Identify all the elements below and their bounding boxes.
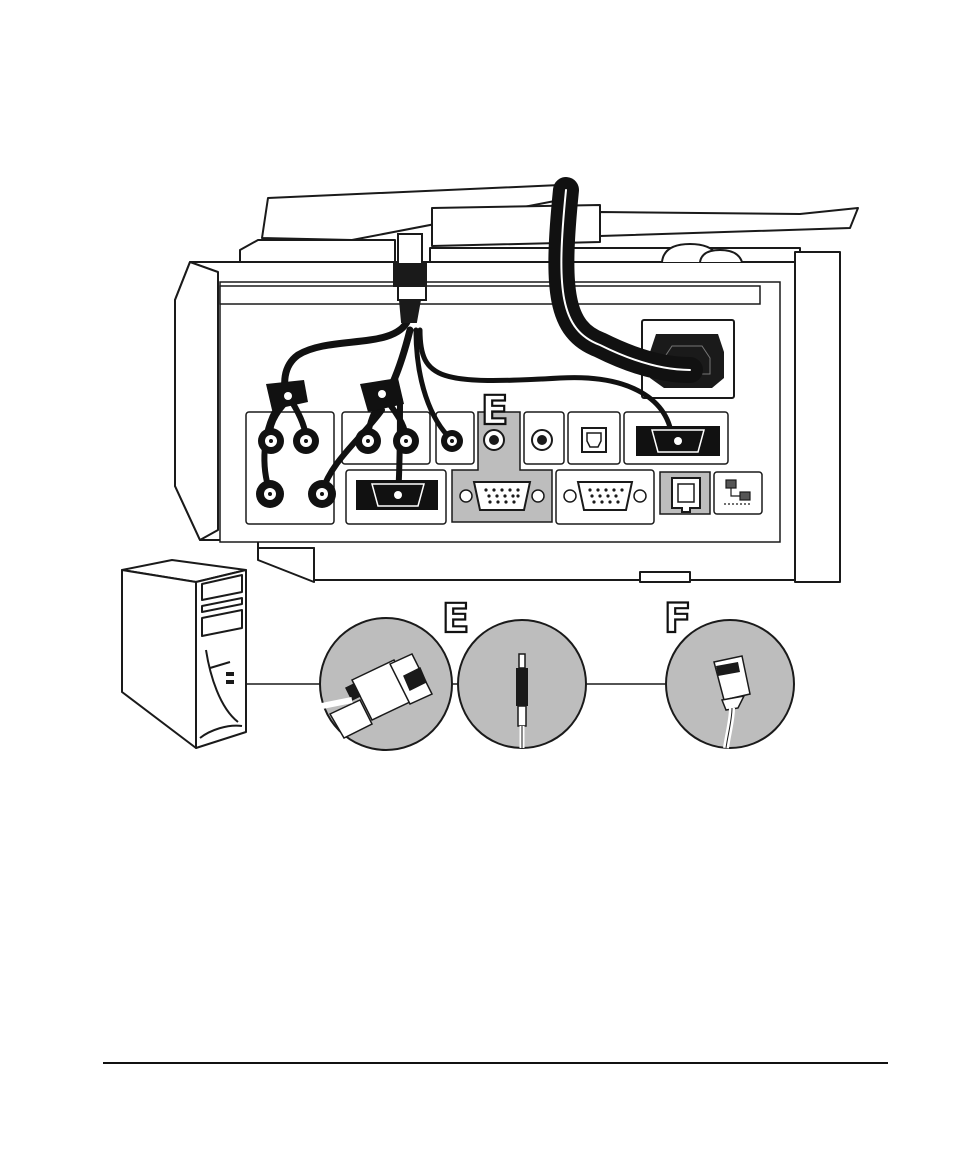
audio-mini-jack-icon (458, 620, 586, 748)
mount-tabs (662, 244, 742, 262)
desktop-tower-icon (122, 560, 246, 748)
footer-rule (103, 1062, 888, 1064)
cable-channel (220, 286, 760, 304)
callout-e-label: E (442, 596, 469, 642)
rj45-port-icon (672, 478, 700, 512)
usb-port-icon (582, 428, 606, 452)
callout-f-label: F (664, 596, 691, 642)
panel-port-label: E (481, 388, 508, 434)
vga-cable-connector-icon (320, 618, 452, 750)
